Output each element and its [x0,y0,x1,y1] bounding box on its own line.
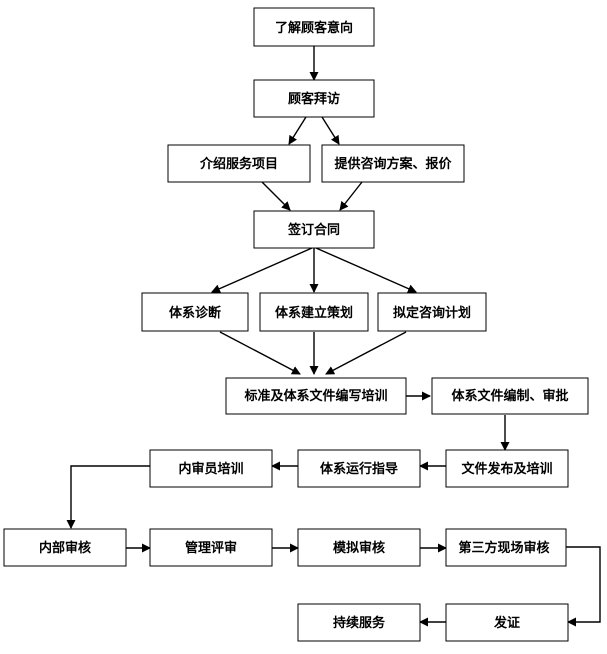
node-certification: 发证 [445,603,569,642]
edge-thirdparty-cert [566,546,601,627]
edge-contract-draft [315,247,417,293]
node-label: 第三方现场审核 [458,540,549,556]
node-label: 了解顾客意向 [275,20,353,36]
node-understand-intent: 了解顾客意向 [253,7,375,47]
connectors [66,46,601,627]
node-doc-release-training: 文件发布及培训 [445,449,569,488]
node-third-party-audit: 第三方现场审核 [445,528,567,567]
node-doc-compile-approve: 体系文件编制、审批 [431,377,589,415]
node-label: 签订合同 [287,222,340,238]
node-system-diagnosis: 体系诊断 [141,292,249,332]
node-label: 顾客拜访 [288,91,340,107]
node-label: 持续服务 [333,615,386,631]
node-draft-consult-plan: 拟定咨询计划 [377,292,487,332]
edge-diagnosis-training [219,331,301,375]
node-label: 体系建立策划 [275,305,353,321]
node-introduce-services: 介绍服务项目 [167,144,311,183]
edge-draft-training [325,331,407,375]
node-label: 内审员培训 [178,461,243,477]
node-internal-audit: 内部审核 [3,528,127,567]
node-label: 体系诊断 [169,305,221,321]
node-continuous-service: 持续服务 [297,603,421,642]
edge-auditor-internal [66,465,150,529]
node-customer-visit: 顾客拜访 [253,79,375,118]
edge-contract-diagnosis [211,247,313,293]
node-label: 文件发布及培训 [461,461,552,477]
node-label: 介绍服务项目 [199,156,278,172]
node-sign-contract: 签订合同 [253,210,375,249]
node-standard-doc-training: 标准及体系文件编写培训 [225,377,407,415]
node-label: 拟定咨询计划 [393,305,471,321]
edge-visit-plan [321,116,340,145]
node-mock-audit: 模拟审核 [297,528,421,567]
node-management-review: 管理评审 [149,528,273,567]
node-label: 内部审核 [39,540,91,556]
edge-plan-contract [339,181,363,211]
node-label: 管理评审 [185,540,237,556]
node-label: 体系运行指导 [320,461,398,477]
node-internal-auditor-training: 内审员培训 [149,449,273,488]
node-provide-plan-quote: 提供咨询方案、报价 [321,144,465,183]
node-label: 标准及体系文件编写培训 [243,388,387,404]
node-system-operation-guidance: 体系运行指导 [297,449,421,488]
node-label: 发证 [493,615,520,631]
node-system-planning: 体系建立策划 [259,292,369,332]
node-label: 模拟审核 [333,540,385,556]
node-label: 提供咨询方案、报价 [334,156,452,172]
edge-introduce-contract [261,181,291,211]
node-label: 体系文件编制、审批 [451,388,568,404]
edge-visit-introduce [288,116,307,145]
